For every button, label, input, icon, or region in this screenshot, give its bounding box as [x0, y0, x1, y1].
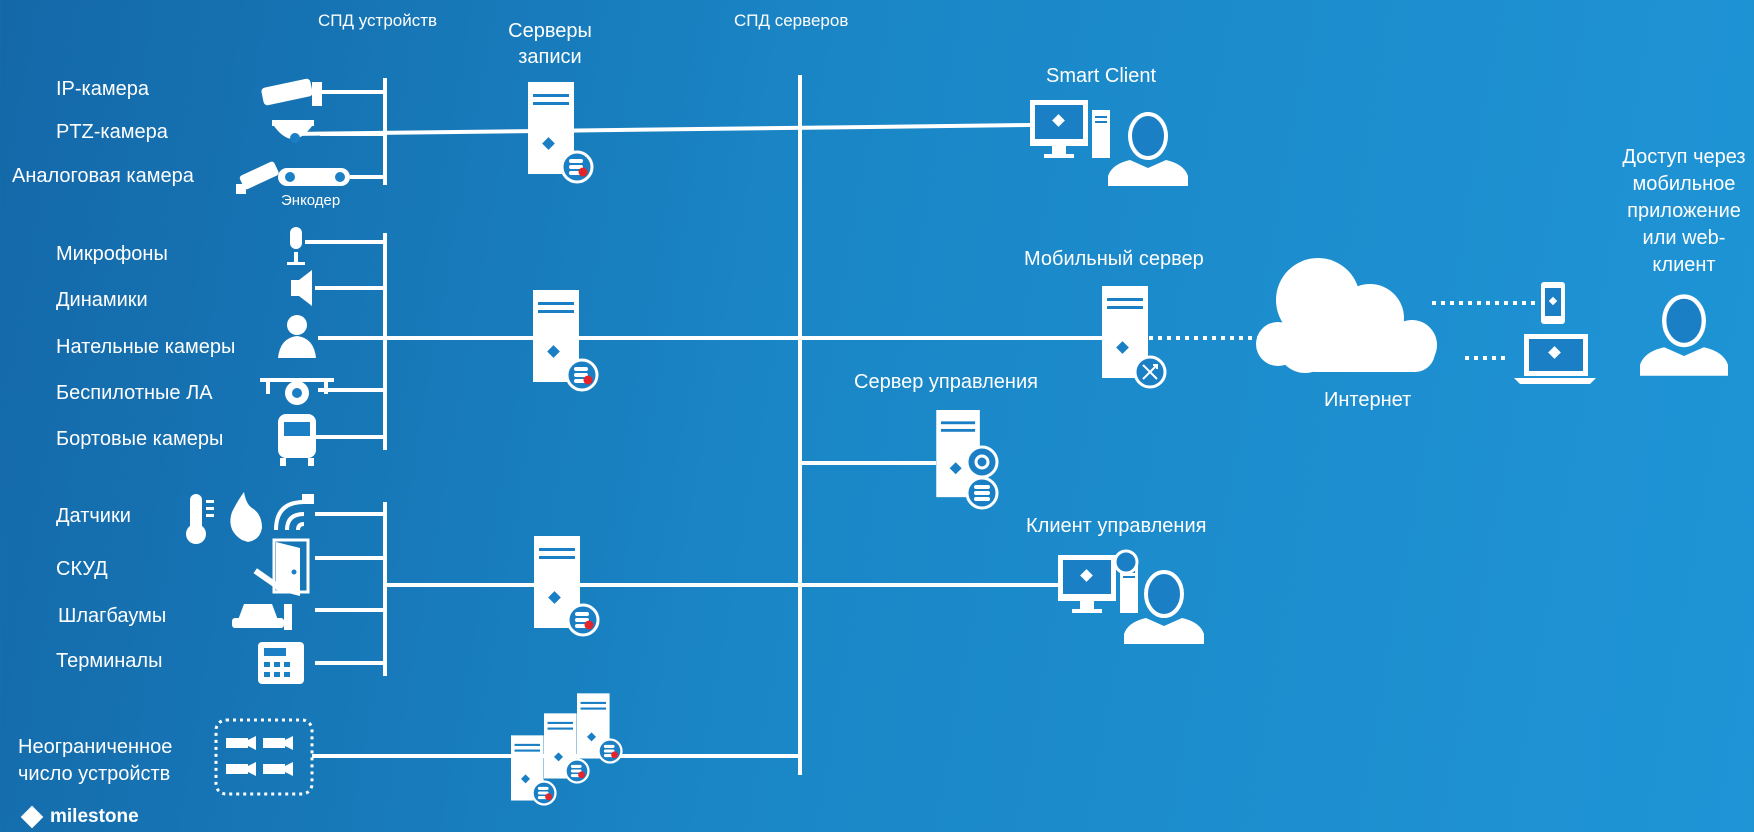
door-icon: [272, 538, 310, 596]
management-client-label: Клиент управления: [1026, 515, 1207, 537]
mobile-access-label: Доступ через мобильное приложение или we…: [1622, 146, 1746, 276]
mobile-server: [1102, 286, 1167, 389]
smart-client-label: Smart Client: [1046, 65, 1157, 87]
access-control-label: СКУД: [56, 558, 108, 580]
drone-icon: [260, 378, 334, 405]
internet-links: [1149, 301, 1540, 360]
wireless-sensor-icon: [274, 500, 305, 531]
phone-icon: [1541, 282, 1565, 324]
speaker-icon: [291, 270, 312, 306]
unlimited-devices-box: [214, 718, 314, 796]
ptz-camera-icon: [272, 120, 314, 143]
spd-servers-header: СПД серверов: [734, 11, 849, 30]
barriers-label: Шлагбаумы: [58, 605, 167, 627]
sensors-label: Датчики: [56, 505, 131, 527]
spd-devices-header: СПД устройств: [318, 11, 438, 30]
encoder-label: Энкодер: [281, 192, 341, 209]
barrier-icon: [232, 568, 292, 630]
ip-camera-label: IP-камера: [56, 78, 149, 100]
recording-servers-header: Серверы записи: [508, 20, 592, 68]
management-server-label: Сервер управления: [854, 371, 1038, 393]
microphone-icon: [287, 227, 305, 265]
fire-icon: [230, 492, 262, 542]
smart-client-workstation: [1030, 100, 1188, 186]
analog-camera-icon: [236, 161, 279, 194]
milestone-logo-mark: [20, 805, 44, 829]
terminals-label: Терминалы: [56, 650, 163, 672]
unlimited-devices-label: Неограниченное число устройств: [18, 736, 173, 785]
cloud-icon: [1256, 258, 1437, 373]
mobile-server-label: Мобильный сервер: [1024, 248, 1204, 270]
management-server: [936, 410, 999, 510]
microphones-label: Микрофоны: [56, 243, 168, 265]
terminal-icon: [258, 642, 304, 684]
connection-lines: [288, 75, 1103, 775]
remote-user-icon: [1640, 297, 1728, 376]
laptop-icon: [1514, 334, 1596, 384]
ptz-camera-label: PTZ-камера: [56, 121, 168, 143]
milestone-logo: milestone: [20, 805, 139, 829]
internet-label: Интернет: [1324, 389, 1412, 411]
train-icon: [278, 414, 316, 466]
ip-camera-icon: [261, 78, 322, 106]
speakers-label: Динамики: [56, 289, 148, 311]
body-cameras-label: Нательные камеры: [56, 336, 236, 358]
milestone-logo-text: milestone: [50, 806, 139, 827]
body-camera-icon: [278, 315, 316, 358]
drones-label: Беспилотные ЛА: [56, 382, 213, 404]
recording-server-cluster: [511, 693, 623, 806]
device-icons: [186, 78, 350, 684]
analog-camera-label: Аналоговая камера: [12, 165, 194, 187]
encoder-icon: [278, 168, 350, 186]
management-client-workstation: [1058, 549, 1204, 644]
sensor-box-icon: [302, 494, 314, 504]
onboard-cameras-label: Бортовые камеры: [56, 428, 224, 450]
thermometer-icon: [186, 494, 214, 544]
